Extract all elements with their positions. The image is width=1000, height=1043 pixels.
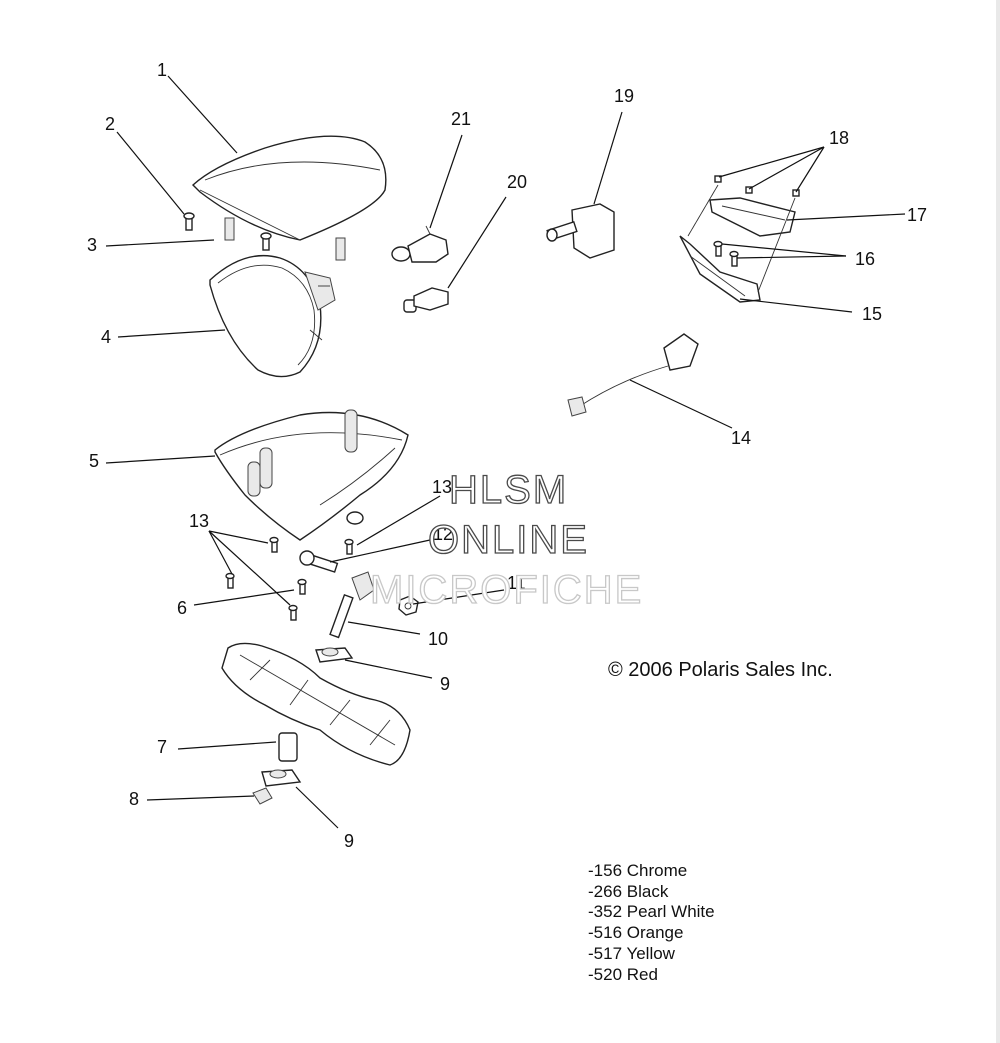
part-4-headlight-housing	[209, 254, 336, 378]
color-code-list: -156 Chrome -266 Black -352 Pearl White …	[588, 861, 715, 985]
watermark-line-3: MICROFICHE	[370, 568, 643, 612]
part-13-screws	[225, 536, 354, 621]
callout-18: 18	[829, 128, 849, 148]
callout-2: 2	[105, 114, 115, 134]
callout-7: 7	[157, 737, 167, 757]
part-21-bulb	[391, 225, 449, 263]
color-code-item: -516 Orange	[588, 923, 684, 943]
callout-10: 10	[428, 629, 448, 649]
part-9-grommet-upper	[315, 647, 354, 663]
callout-9b: 9	[344, 831, 354, 851]
part-12-pin	[299, 550, 339, 573]
watermark: HLSM ONLINE MICROFICHE	[369, 467, 643, 612]
callout-12: 12	[433, 524, 453, 544]
part-8-nut	[252, 787, 273, 805]
callout-6: 6	[177, 598, 187, 618]
callout-20: 20	[507, 172, 527, 192]
callout-4: 4	[101, 327, 111, 347]
color-code-item: -517 Yellow	[588, 943, 675, 963]
callout-5: 5	[89, 451, 99, 471]
watermark-line-2: ONLINE	[428, 518, 589, 562]
callout-13a: 13	[432, 477, 452, 497]
callout-3: 3	[87, 235, 97, 255]
tail-assembly-guide-lines	[687, 184, 796, 293]
callout-15: 15	[862, 304, 882, 324]
watermark-line-1: HLSM	[449, 468, 568, 512]
leader-lines	[105, 75, 906, 829]
part-20-bulb	[403, 287, 449, 313]
callout-21: 21	[451, 109, 471, 129]
part-17-lens	[709, 197, 796, 237]
callout-11: 11	[507, 573, 526, 593]
part-15-housing	[679, 235, 761, 303]
color-code-item: -520 Red	[588, 964, 658, 984]
part-16-screws	[713, 240, 739, 267]
part-5-bezel	[214, 409, 409, 541]
part-10-bracket	[329, 571, 375, 639]
color-code-item: -156 Chrome	[588, 861, 688, 880]
part-11-nut	[398, 595, 419, 616]
part-19-bulb	[546, 203, 615, 259]
callout-17: 17	[907, 205, 927, 225]
handlebar-mount	[221, 642, 411, 766]
callout-9a: 9	[440, 674, 450, 694]
callout-16: 16	[855, 249, 875, 269]
color-code-item: -352 Pearl White	[588, 902, 715, 922]
part-2-screw	[183, 212, 195, 231]
part-7-sleeve	[278, 732, 298, 762]
copyright-notice: © 2006 Polaris Sales Inc.	[608, 659, 833, 681]
callout-labels: 1 2 3 4 5 6 7 8 9 9 10 11 12 13 13 14 15…	[87, 60, 927, 851]
callout-19: 19	[614, 86, 634, 106]
part-9-grommet-lower	[261, 769, 302, 787]
callout-14: 14	[731, 428, 751, 448]
part-1-cover	[191, 135, 387, 241]
part-3-standoffs	[224, 217, 346, 261]
part-18-screws	[714, 175, 800, 197]
callout-8: 8	[129, 789, 139, 809]
part-14-harness	[567, 333, 699, 417]
callout-1: 1	[157, 60, 167, 80]
color-code-item: -266 Black	[588, 881, 669, 901]
callout-13b: 13	[189, 511, 209, 531]
